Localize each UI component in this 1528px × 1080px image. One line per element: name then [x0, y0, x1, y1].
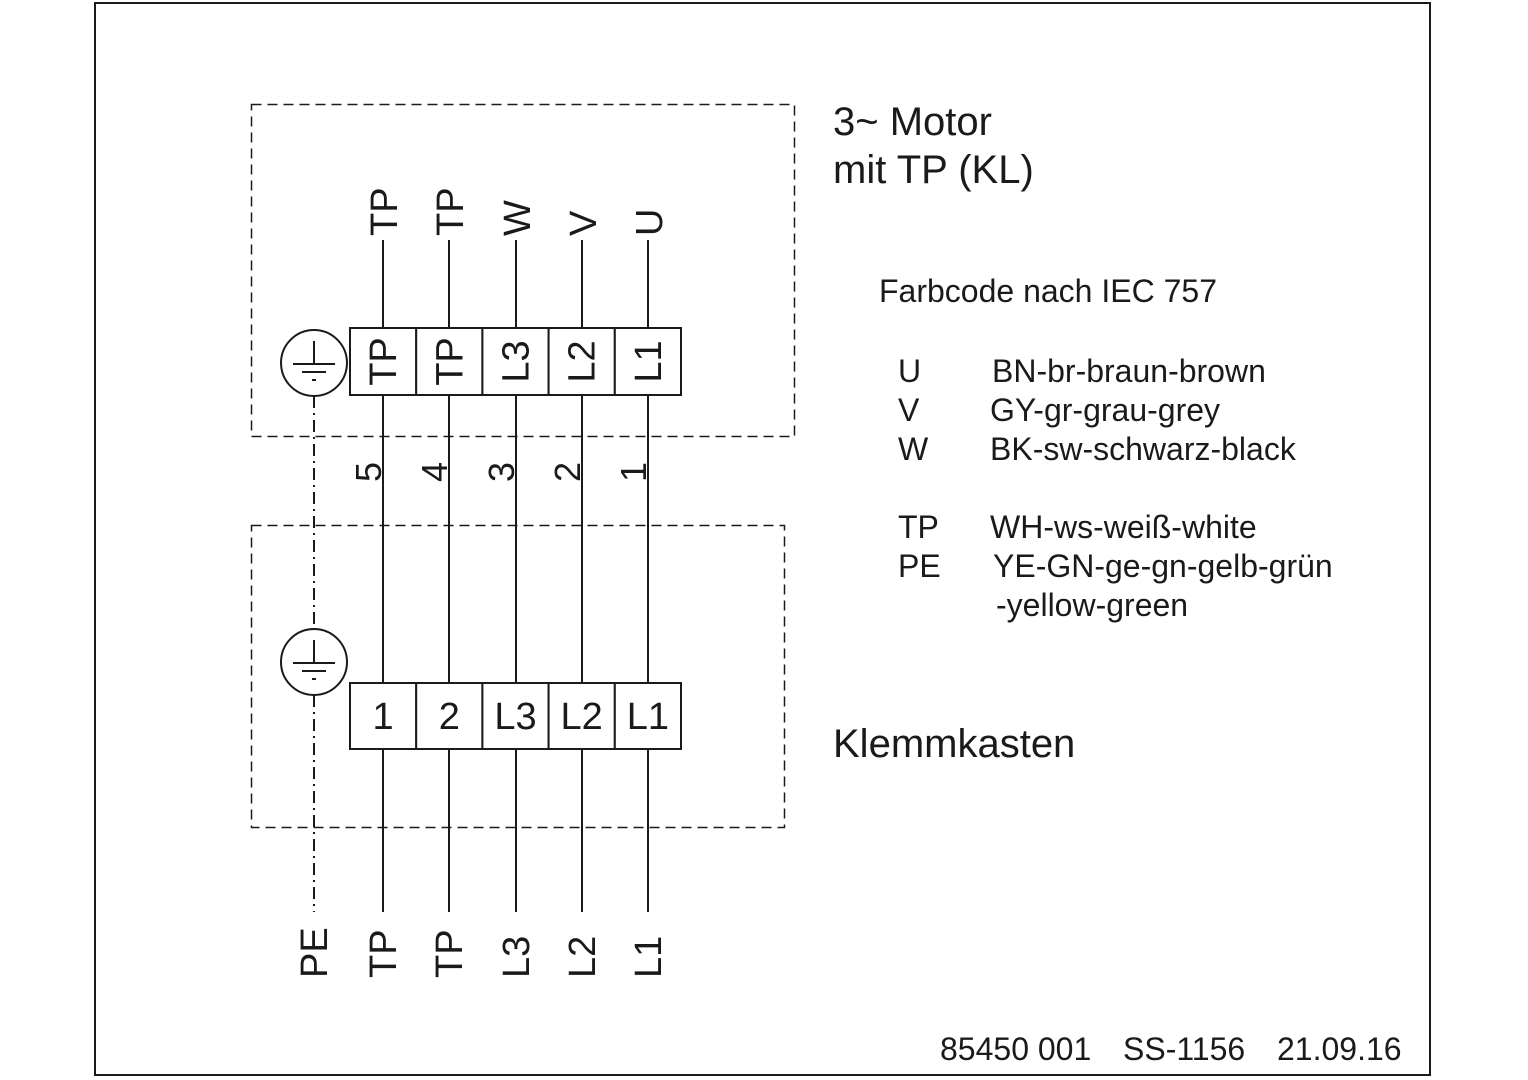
- box-terminal-label: 2: [439, 696, 460, 738]
- legend-key: U: [898, 353, 922, 389]
- output-label: TP: [363, 929, 405, 978]
- motor-enclosure: [250, 103, 796, 438]
- legend-key: PE: [898, 548, 941, 584]
- box-terminal-cell: [547, 682, 616, 750]
- motor-terminal-cell: [613, 327, 682, 396]
- motor-wire-label: TP: [364, 187, 406, 236]
- legend-key: W: [898, 431, 929, 467]
- box-terminal-label: 1: [373, 696, 394, 738]
- legend-value: BK-sw-schwarz-black: [990, 431, 1296, 467]
- output-label: L3: [496, 936, 538, 978]
- drawing-number: 85450 001: [940, 1031, 1092, 1067]
- motor-terminal-label: TP: [363, 337, 405, 386]
- motor-terminal-label: L2: [562, 340, 604, 382]
- box-terminal-label: L3: [494, 696, 536, 738]
- legend-heading: Farbcode nach IEC 757: [879, 273, 1217, 309]
- box-terminal-cell: [481, 682, 550, 750]
- wire-number: 4: [414, 462, 455, 482]
- box-terminal-cell: [613, 682, 682, 750]
- motor-terminal-label: L1: [628, 340, 670, 382]
- box-terminal-cell: [349, 682, 418, 750]
- motor-wire-label: W: [497, 200, 539, 236]
- drawing-frame: [94, 2, 1431, 1076]
- motor-terminal-label: TP: [429, 337, 471, 386]
- legend-key: TP: [898, 509, 939, 545]
- earth-icon: [280, 329, 348, 397]
- motor-title-line1: 3~ Motor: [833, 100, 992, 144]
- output-label: L1: [628, 936, 670, 978]
- motor-title-line2: mit TP (KL): [833, 148, 1034, 192]
- wire-number: 3: [481, 462, 522, 482]
- wire-number: 5: [348, 462, 389, 482]
- legend-value: YE-GN-ge-gn-gelb-grün: [993, 548, 1333, 584]
- wire-number: 1: [613, 462, 654, 482]
- legend-value: -yellow-green: [996, 587, 1189, 623]
- motor-wire-label: V: [563, 210, 605, 236]
- earth-icon: [280, 628, 348, 696]
- legend-value: WH-ws-weiß-white: [990, 509, 1257, 545]
- motor-wire-label: U: [629, 209, 671, 236]
- motor-terminal-cell: [415, 327, 484, 396]
- legend-value: BN-br-braun-brown: [992, 353, 1266, 389]
- output-label: L2: [562, 936, 604, 978]
- output-label: TP: [429, 929, 471, 978]
- wire-number: 2: [547, 462, 588, 482]
- motor-wire-label: TP: [430, 187, 472, 236]
- sheet-code: SS-1156: [1123, 1031, 1246, 1067]
- drawing-date: 21.09.16: [1277, 1031, 1402, 1067]
- legend-key: V: [898, 392, 920, 428]
- box-terminal-label: L2: [561, 696, 603, 738]
- output-label: PE: [294, 927, 336, 978]
- box-terminal-label: L1: [627, 696, 669, 738]
- motor-terminal-label: L3: [496, 340, 538, 382]
- terminal-box-title: Klemmkasten: [833, 722, 1076, 766]
- box-terminal-cell: [415, 682, 484, 750]
- legend-value: GY-gr-grau-grey: [990, 392, 1221, 428]
